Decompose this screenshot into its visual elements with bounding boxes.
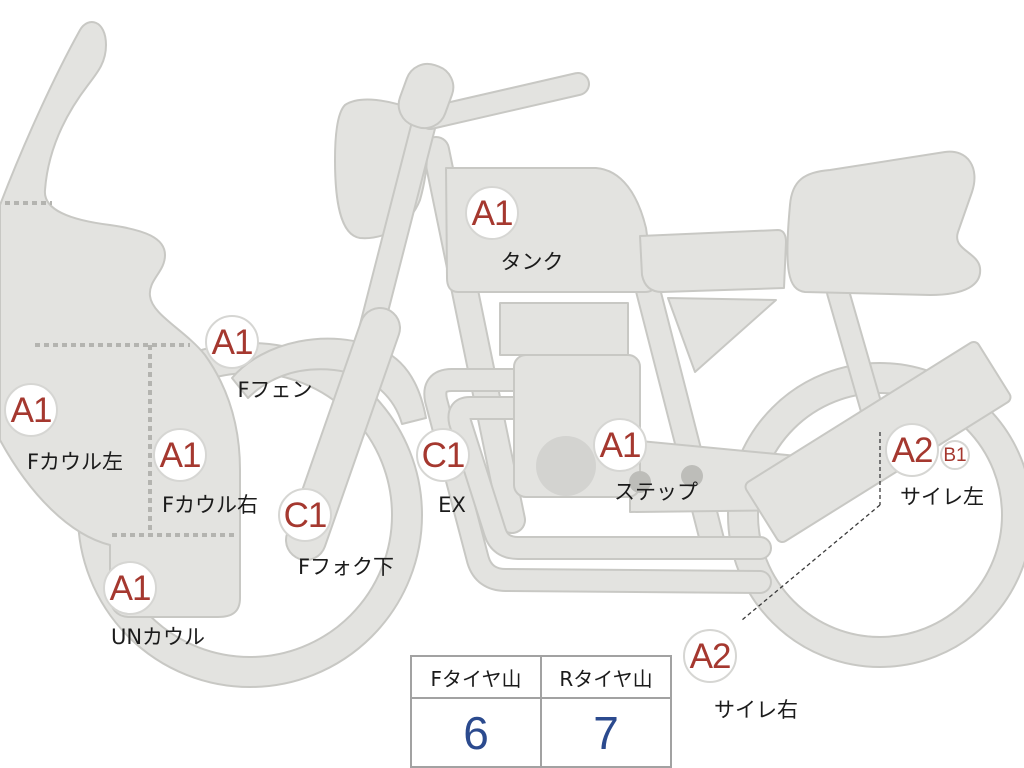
part-label-tank: タンク (500, 250, 564, 274)
front-fork-upper (359, 79, 445, 339)
grade-badge-muffler-right: A2 (683, 629, 737, 683)
part-label-muffler-right: サイレ右 (714, 698, 798, 722)
part-label-front-fork-lower: Fフォク下 (297, 555, 395, 579)
part-label-under-cowl: UNカウル (110, 625, 206, 649)
tire-tread-value-row: 6 7 (410, 697, 672, 768)
grade-badge-under-cowl: A1 (103, 561, 157, 615)
front-tire-tread-header: Fタイヤ山 (410, 655, 542, 699)
grade-badge-muffler-left: A2 (885, 423, 939, 477)
rear-tire-tread-header: Rタイヤ山 (540, 655, 672, 699)
front-seat (639, 229, 787, 293)
grade-badge-exhaust: C1 (416, 428, 470, 482)
cowl-panel-dividers (5, 201, 238, 537)
handlebar (397, 62, 590, 130)
grade-badge-tank: A1 (465, 186, 519, 240)
grade-badge-step: A1 (593, 418, 647, 472)
part-label-front-cowl-left: Fカウル左 (26, 450, 124, 474)
step-pegs (629, 465, 703, 493)
grade-badge-front-fender: A1 (205, 315, 259, 369)
part-label-front-cowl-right: Fカウル右 (161, 493, 259, 517)
side-cover (667, 297, 777, 373)
part-label-front-fender: Fフェン (237, 378, 313, 402)
part-label-step: ステップ (614, 480, 698, 504)
rear-seat (786, 150, 982, 296)
muffler-leader-lines (741, 432, 881, 621)
grade-badge-front-cowl-left: A1 (4, 383, 58, 437)
front-tire-tread-value: 6 (410, 697, 542, 768)
front-cowl (0, 21, 241, 618)
grade-badge-front-cowl-right: A1 (153, 428, 207, 482)
exhaust-pipes (423, 368, 772, 594)
tire-tread-table: Fタイヤ山 Rタイヤ山 6 7 (410, 655, 672, 768)
rear-tire-tread-value: 7 (540, 697, 672, 768)
grade-badge-front-fork-lower: C1 (278, 488, 332, 542)
part-label-muffler-left: サイレ左 (900, 485, 984, 509)
tire-tread-header-row: Fタイヤ山 Rタイヤ山 (410, 655, 672, 699)
part-label-exhaust: EX (438, 493, 466, 517)
rear-wheel (727, 362, 1024, 668)
extra-grade-badge-muffler-left: B1 (940, 440, 970, 470)
